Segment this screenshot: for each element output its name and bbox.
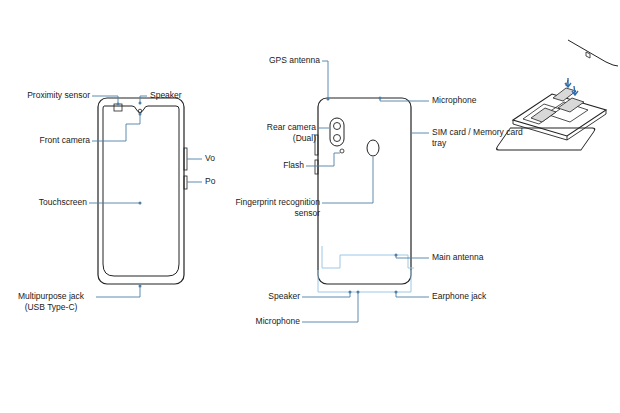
part-label: Rear camera (Dual) [250, 122, 316, 144]
part-label: Main antenna [432, 252, 512, 263]
part-label: Speaker [150, 90, 210, 101]
part-label: Speaker [240, 291, 300, 302]
part-label: Earphone jack [432, 291, 512, 302]
part-label: Proximity sensor [10, 90, 90, 101]
part-label: Po [205, 176, 225, 187]
part-label: Flash [258, 160, 304, 171]
part-label: Fingerprint recognition sensor [214, 197, 320, 219]
part-label: Vo [205, 153, 225, 164]
part-label: GPS antenna [238, 55, 320, 66]
part-label: Front camera [10, 135, 90, 146]
part-label: Microphone [230, 316, 300, 327]
part-label: Multipurpose jack (USB Type-C) [8, 291, 94, 313]
part-label: Touchscreen [10, 197, 87, 208]
part-label: Microphone [432, 95, 522, 106]
part-label: SIM card / Memory card tray [432, 127, 532, 149]
